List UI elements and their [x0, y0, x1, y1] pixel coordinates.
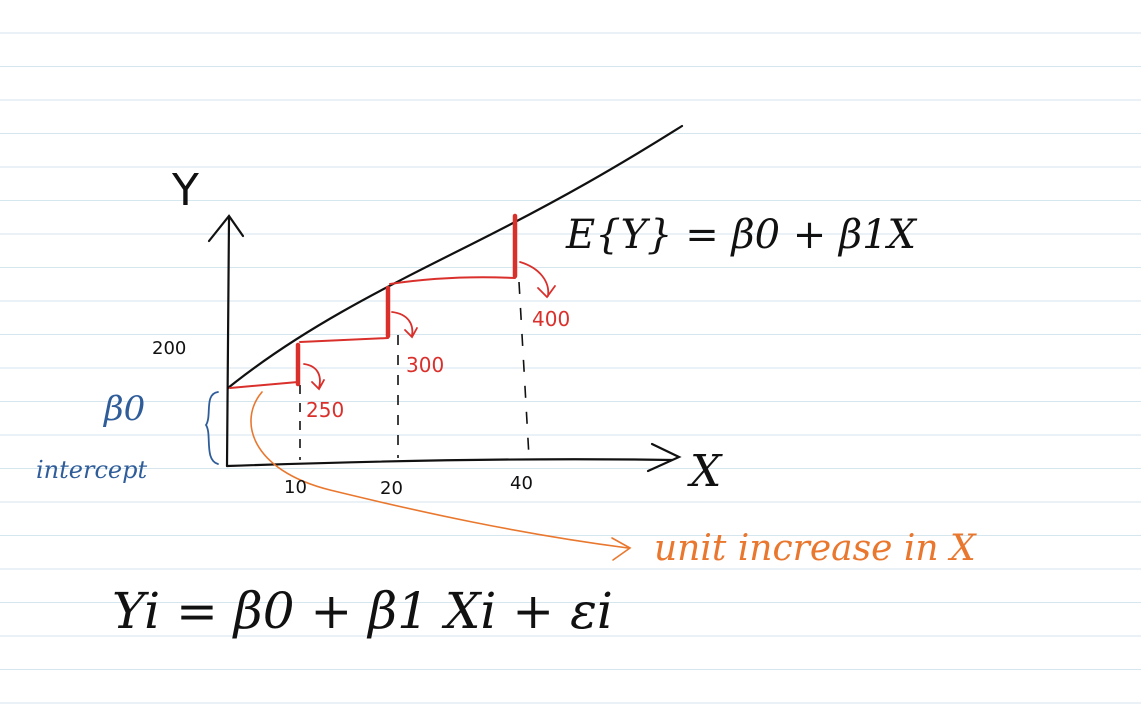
y-axis-arrowhead — [207, 214, 245, 243]
intercept-label: intercept — [36, 456, 147, 484]
regression-model-equation: Yi = β0 + β1 Xi + εi — [112, 582, 613, 640]
notebook-rules — [0, 32, 1141, 704]
intercept-symbol: β0 — [102, 389, 145, 429]
y-axis-label: Y — [171, 165, 199, 216]
step-run-3 — [389, 276, 516, 285]
step-value-300: 300 — [406, 353, 444, 377]
step-value-400: 400 — [532, 307, 570, 331]
x-tick-20: 20 — [380, 478, 403, 499]
x-axis-label: X — [687, 446, 723, 497]
step-arrow-1 — [303, 363, 325, 391]
y-tick-200: 200 — [152, 338, 186, 359]
step-run-2 — [299, 337, 389, 343]
y-axis — [225, 216, 231, 468]
unit-increase-arrowhead — [611, 537, 632, 561]
expected-value-equation: E{Y} = β0 + β1X — [565, 212, 918, 258]
unit-increase-arrow — [250, 391, 629, 549]
step-value-250: 250 — [306, 398, 344, 422]
dashed-guide-40 — [518, 281, 530, 458]
x-axis — [225, 458, 674, 468]
step-arrow-2 — [391, 311, 418, 339]
step-run-1 — [229, 381, 299, 389]
x-tick-40: 40 — [510, 473, 533, 494]
x-tick-10: 10 — [284, 477, 307, 498]
unit-increase-label: unit increase in X — [654, 528, 977, 569]
intercept-brace — [204, 391, 219, 465]
x-axis-arrowhead — [646, 442, 682, 473]
step-arrow-3 — [519, 261, 556, 299]
regression-line — [226, 124, 684, 390]
